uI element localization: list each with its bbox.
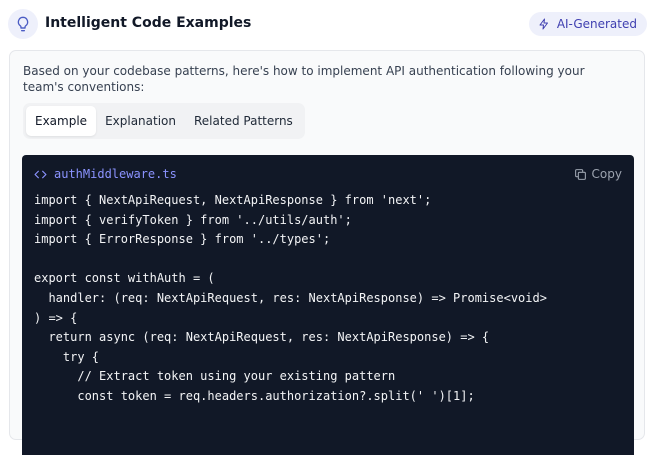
code-lines: import { NextApiRequest, NextApiResponse…: [34, 191, 547, 407]
code-line: handler: (req: NextApiRequest, res: Next…: [34, 290, 547, 305]
code-line: const token = req.headers.authorization?…: [34, 388, 475, 403]
ai-generated-badge: AI-Generated: [528, 12, 647, 36]
code-line: import { verifyToken } from '../utils/au…: [34, 212, 352, 227]
code-example-card: Based on your codebase patterns, here's …: [9, 50, 645, 455]
code-line: // Extract token using your existing pat…: [34, 369, 396, 384]
page-title: Intelligent Code Examples: [45, 15, 252, 31]
header: Intelligent Code Examples AI-Generated: [8, 9, 648, 39]
tab-explanation[interactable]: Explanation: [105, 114, 176, 128]
code-line: [34, 250, 547, 270]
code-line: import { ErrorResponse } from '../types'…: [34, 232, 331, 247]
copy-icon: [574, 168, 586, 180]
code-line: ) => {: [34, 310, 78, 325]
copy-button[interactable]: Copy: [574, 167, 622, 181]
code-line: export const withAuth = (: [34, 271, 215, 286]
code-line: import { NextApiRequest, NextApiResponse…: [34, 193, 432, 207]
filename-label: authMiddleware.ts: [54, 167, 177, 181]
code-icon: [34, 170, 47, 178]
code-line: return async (req: NextApiRequest, res: …: [34, 330, 490, 345]
code-block: authMiddleware.ts Copy import { NextApiR…: [22, 155, 634, 455]
tab-related-patterns[interactable]: Related Patterns: [194, 114, 293, 128]
tab-example[interactable]: Example: [26, 106, 97, 136]
code-line: try {: [34, 349, 100, 364]
lightbulb-icon: [8, 9, 38, 39]
card-description: Based on your codebase patterns, here's …: [23, 64, 585, 94]
tab-bar: Example Explanation Related Patterns: [23, 103, 305, 139]
lightning-icon: [539, 18, 548, 30]
copy-label: Copy: [591, 167, 622, 181]
badge-label: AI-Generated: [556, 17, 637, 31]
code-filename: authMiddleware.ts: [34, 167, 177, 181]
